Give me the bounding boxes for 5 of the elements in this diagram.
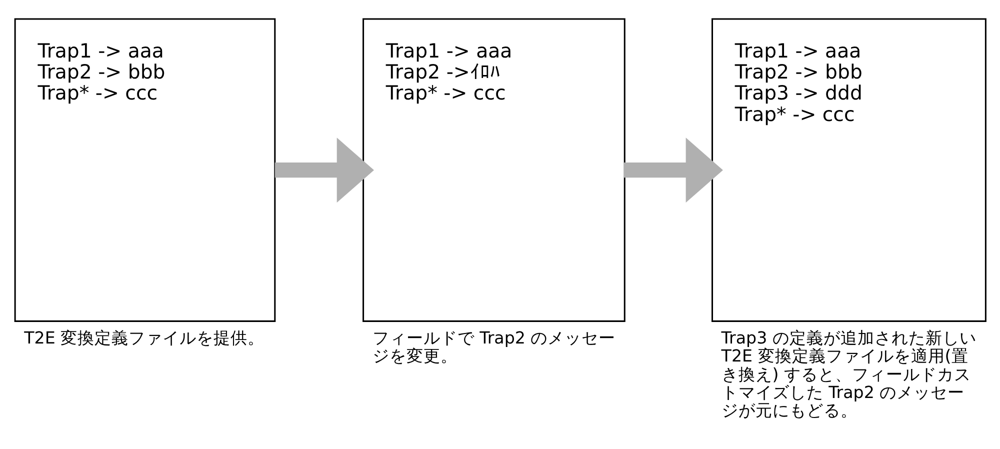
node-label: T2E 変換定義ファイルを提供。 <box>24 328 265 348</box>
arrow <box>624 138 723 203</box>
node-label: Trap3 の定義が追加された新しい T2E 変換定義ファイルを適用(置き換え) すると、フィールドカストマイズした Trap2 のメッセージが元にもどる。 <box>721 328 976 420</box>
node-label: フィールドで Trap2 のメッセージを変更。 <box>372 328 616 366</box>
arrow <box>274 138 374 203</box>
